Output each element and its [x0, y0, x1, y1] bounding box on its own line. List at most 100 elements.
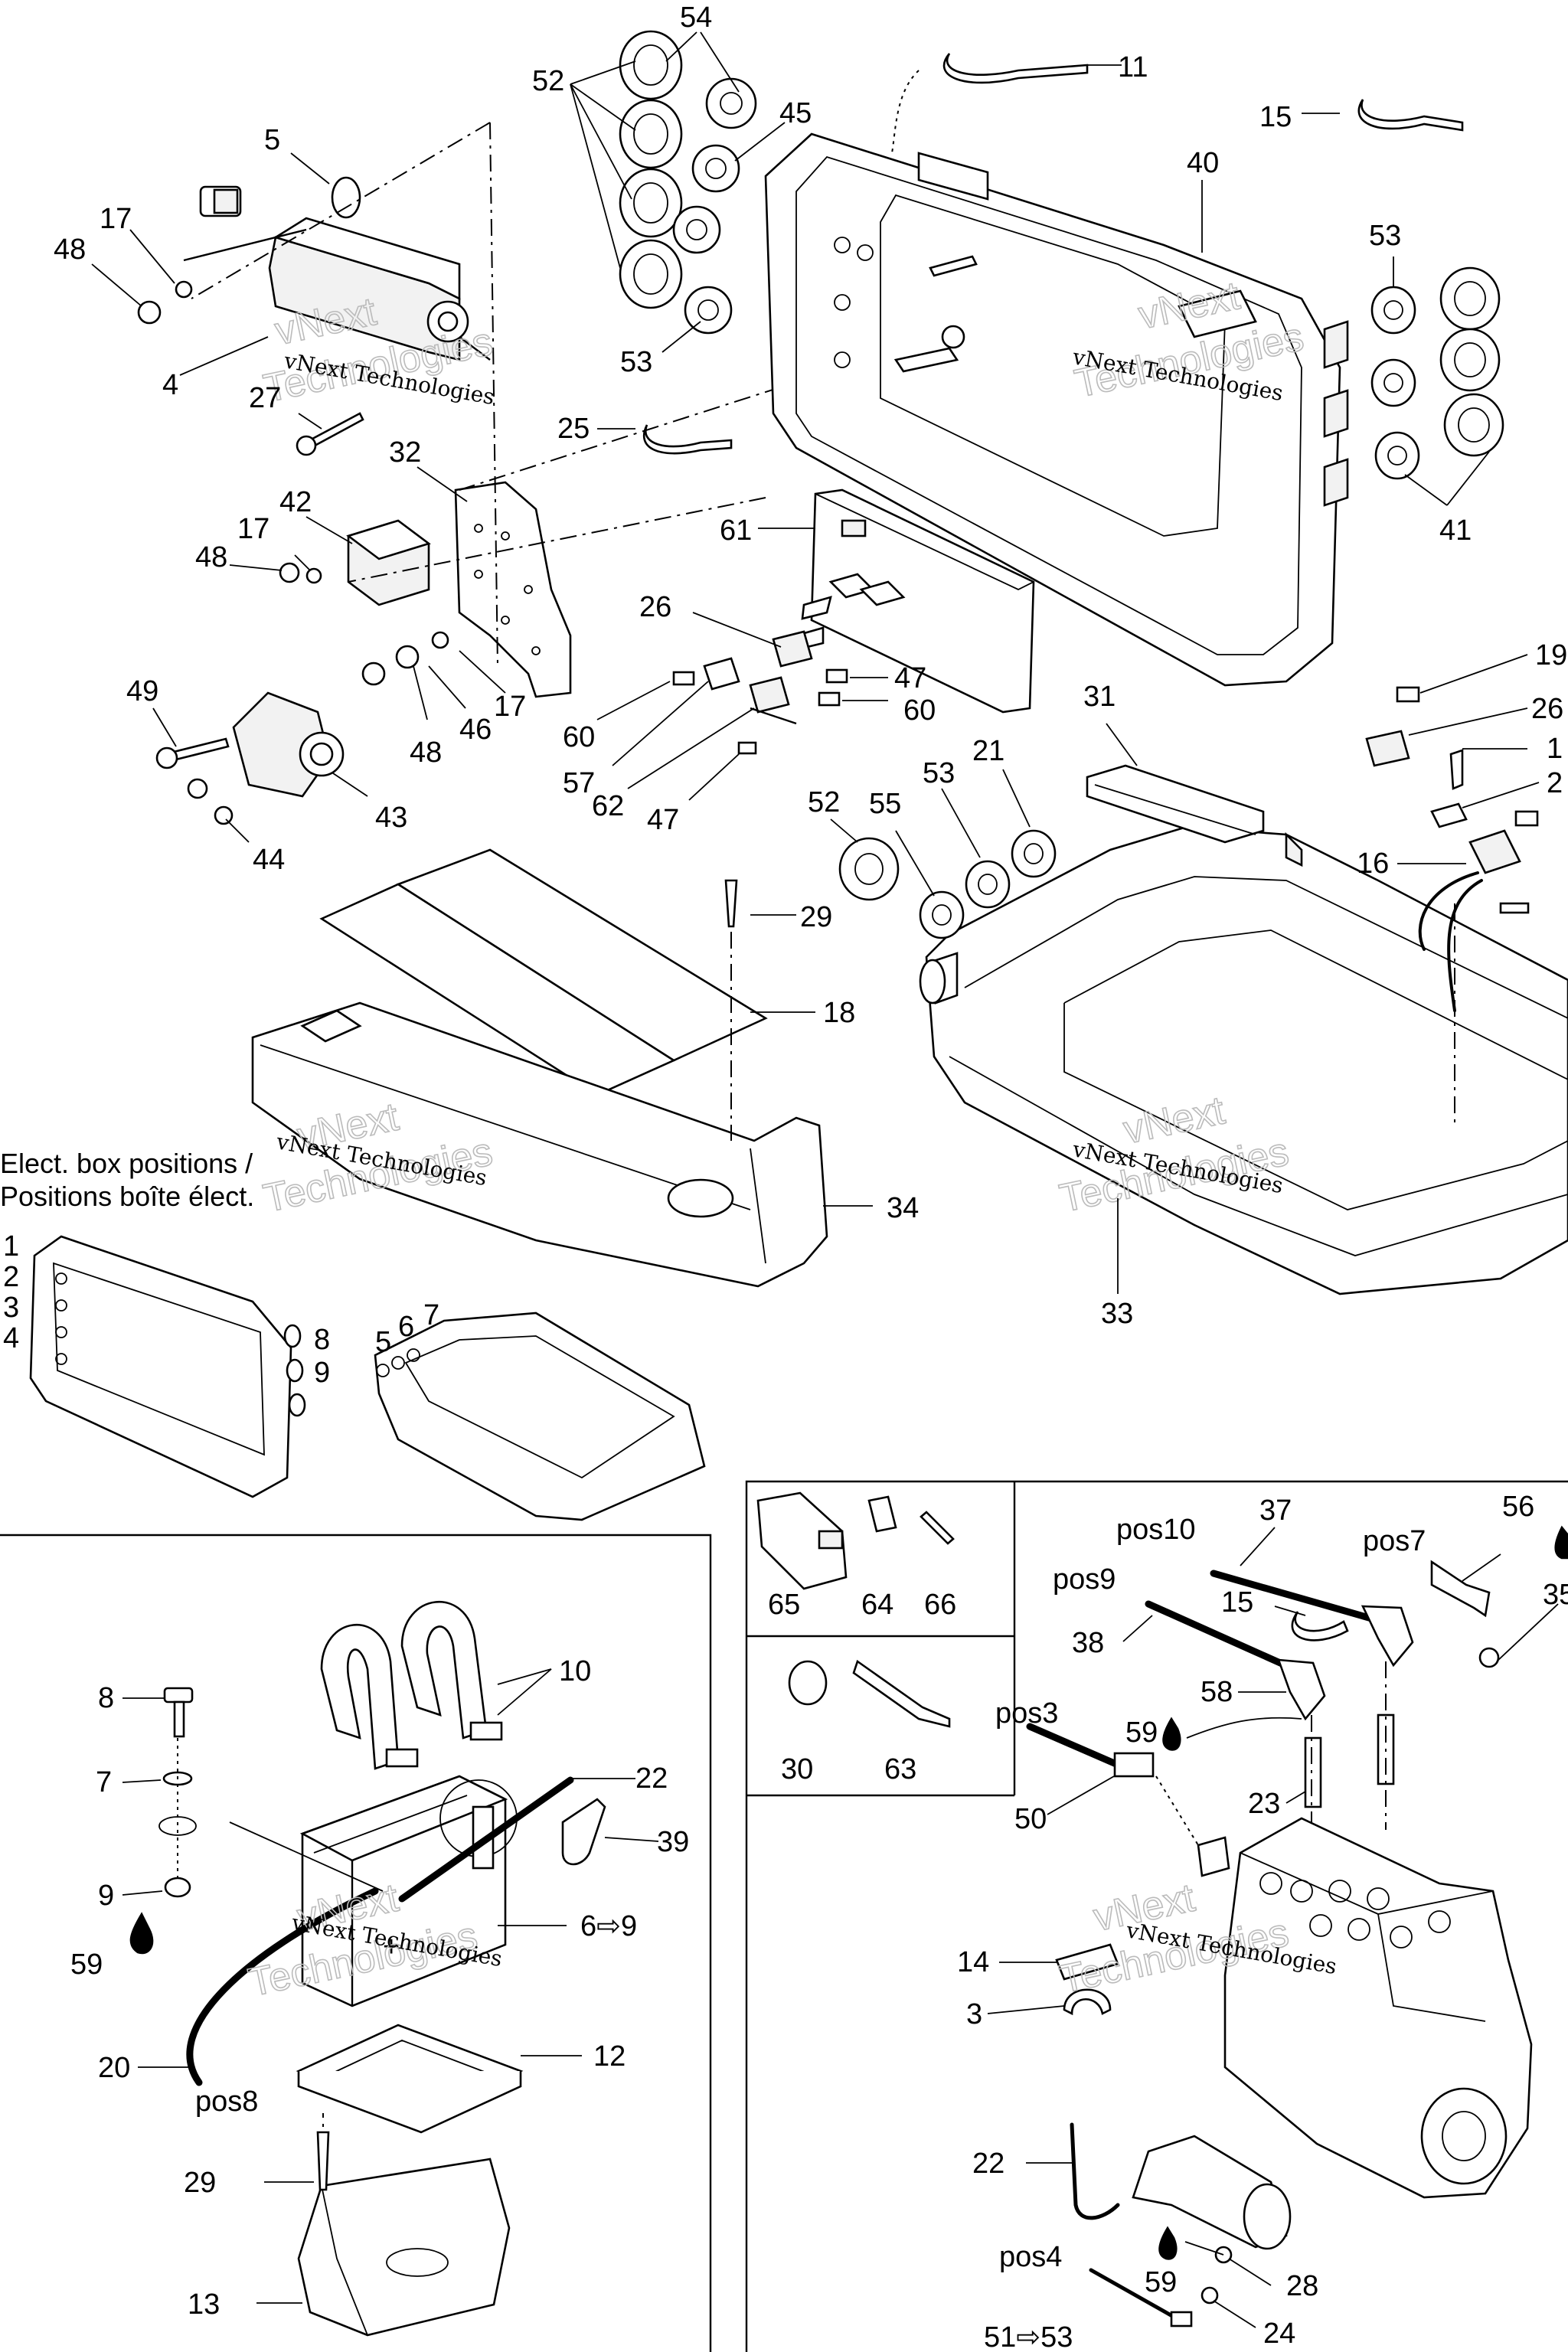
- position-number: 3: [3, 1292, 19, 1324]
- callout: 16: [1357, 848, 1389, 880]
- electrical-box-cover-drawing: [619, 30, 1504, 687]
- position-number: 9: [314, 1357, 330, 1389]
- callout: 38: [1072, 1627, 1104, 1659]
- callout: 26: [1531, 693, 1563, 725]
- box-position-views: [29, 1235, 706, 1521]
- callout: 3: [966, 1998, 982, 2030]
- callout: 19: [1535, 639, 1567, 671]
- fuse-panel-drawing: [672, 488, 1035, 755]
- leader-lines: [91, 31, 1559, 2328]
- position-number: 4: [3, 1322, 19, 1354]
- callout: 6⇨9: [580, 1910, 637, 1942]
- battery-drawing: +: [129, 1601, 606, 2337]
- callout: 50: [1014, 1803, 1047, 1835]
- callout: 57: [563, 767, 595, 799]
- callout: 41: [1439, 514, 1472, 547]
- drop-icon: [1158, 2226, 1178, 2260]
- callout: pos7: [1363, 1525, 1426, 1557]
- callout: 26: [639, 591, 671, 623]
- position-number: 8: [314, 1324, 330, 1356]
- callout: pos4: [999, 2241, 1062, 2273]
- callout: 64: [861, 1589, 893, 1621]
- callout: 37: [1259, 1494, 1292, 1527]
- callout: 47: [894, 662, 926, 694]
- callout: 28: [1286, 2270, 1318, 2302]
- position-number: 6: [398, 1311, 414, 1343]
- box-positions-caption-line1: Elect. box positions /: [0, 1148, 253, 1179]
- callout: 62: [592, 790, 624, 822]
- callout: 47: [647, 804, 679, 836]
- callout: 7: [96, 1766, 112, 1798]
- callout: 32: [389, 436, 421, 469]
- callout: 58: [1200, 1676, 1233, 1708]
- callout: pos9: [1053, 1563, 1116, 1596]
- callout: pos3: [995, 1697, 1058, 1730]
- position-number: 5: [375, 1326, 391, 1358]
- position-number: 7: [423, 1299, 439, 1331]
- battery-tray-assembly-drawing: [251, 848, 828, 1288]
- callout: 22: [972, 2148, 1004, 2180]
- engine-ignition-drawing: [756, 1491, 1568, 2328]
- callout: 60: [563, 721, 595, 753]
- callout: 15: [1259, 101, 1292, 133]
- callout: 53: [923, 757, 955, 789]
- callout: 9: [98, 1880, 114, 1912]
- drop-icon: [129, 1912, 154, 1955]
- callout: 52: [808, 786, 840, 818]
- callout: 2: [1547, 767, 1563, 799]
- callout: 53: [620, 346, 652, 378]
- callout: 31: [1083, 681, 1116, 713]
- callout: 20: [98, 2052, 130, 2084]
- callout: 52: [532, 65, 564, 97]
- callout: 24: [1263, 2318, 1295, 2350]
- callout: 21: [972, 735, 1004, 767]
- electrical-box-base-drawing: [838, 686, 1568, 1295]
- callout: 14: [957, 1946, 989, 1978]
- callout: 34: [887, 1192, 919, 1224]
- callout: 60: [903, 694, 936, 727]
- callout: 55: [869, 788, 901, 820]
- callout: 49: [126, 675, 158, 707]
- callout: 27: [249, 382, 281, 414]
- callout: 17: [237, 513, 270, 545]
- callout: 43: [375, 802, 407, 834]
- callout: 10: [559, 1655, 591, 1687]
- callout: 29: [184, 2167, 216, 2199]
- callout: 59: [1125, 1717, 1158, 1749]
- callout: 4: [162, 369, 178, 401]
- callout: 40: [1187, 147, 1219, 179]
- relay-assembly-drawing: [137, 122, 843, 825]
- callout: 66: [924, 1589, 956, 1621]
- callout: 23: [1248, 1788, 1280, 1820]
- callout: 45: [779, 97, 812, 129]
- box-positions-caption-line2: Positions boîte élect.: [0, 1181, 254, 1212]
- callout: pos8: [195, 2086, 258, 2118]
- callout: 42: [279, 486, 312, 518]
- callout: 59: [1145, 2266, 1177, 2298]
- callout: 39: [657, 1826, 689, 1858]
- callout: 48: [195, 541, 227, 573]
- callout: 33: [1101, 1298, 1133, 1330]
- position-number: 2: [3, 1261, 19, 1293]
- callout: 54: [680, 2, 712, 34]
- callout: 51⇨53: [984, 2321, 1073, 2352]
- callout: 48: [410, 737, 442, 769]
- callout: 59: [70, 1949, 103, 1981]
- drop-icon: [1554, 1525, 1568, 1560]
- callout: 25: [557, 413, 590, 445]
- callout: 44: [253, 844, 285, 876]
- callout: 22: [635, 1762, 668, 1795]
- callout: 29: [800, 901, 832, 933]
- callout: 1: [1547, 733, 1563, 765]
- drop-icon: [1162, 1717, 1181, 1751]
- callout: 61: [720, 514, 752, 547]
- callout: 30: [781, 1753, 813, 1785]
- callout: 53: [1369, 220, 1401, 252]
- callout: 17: [100, 203, 132, 235]
- callout: 65: [768, 1589, 800, 1621]
- callout: 48: [54, 234, 86, 266]
- position-number: 1: [3, 1230, 19, 1263]
- panel-frames: [0, 1480, 1568, 2352]
